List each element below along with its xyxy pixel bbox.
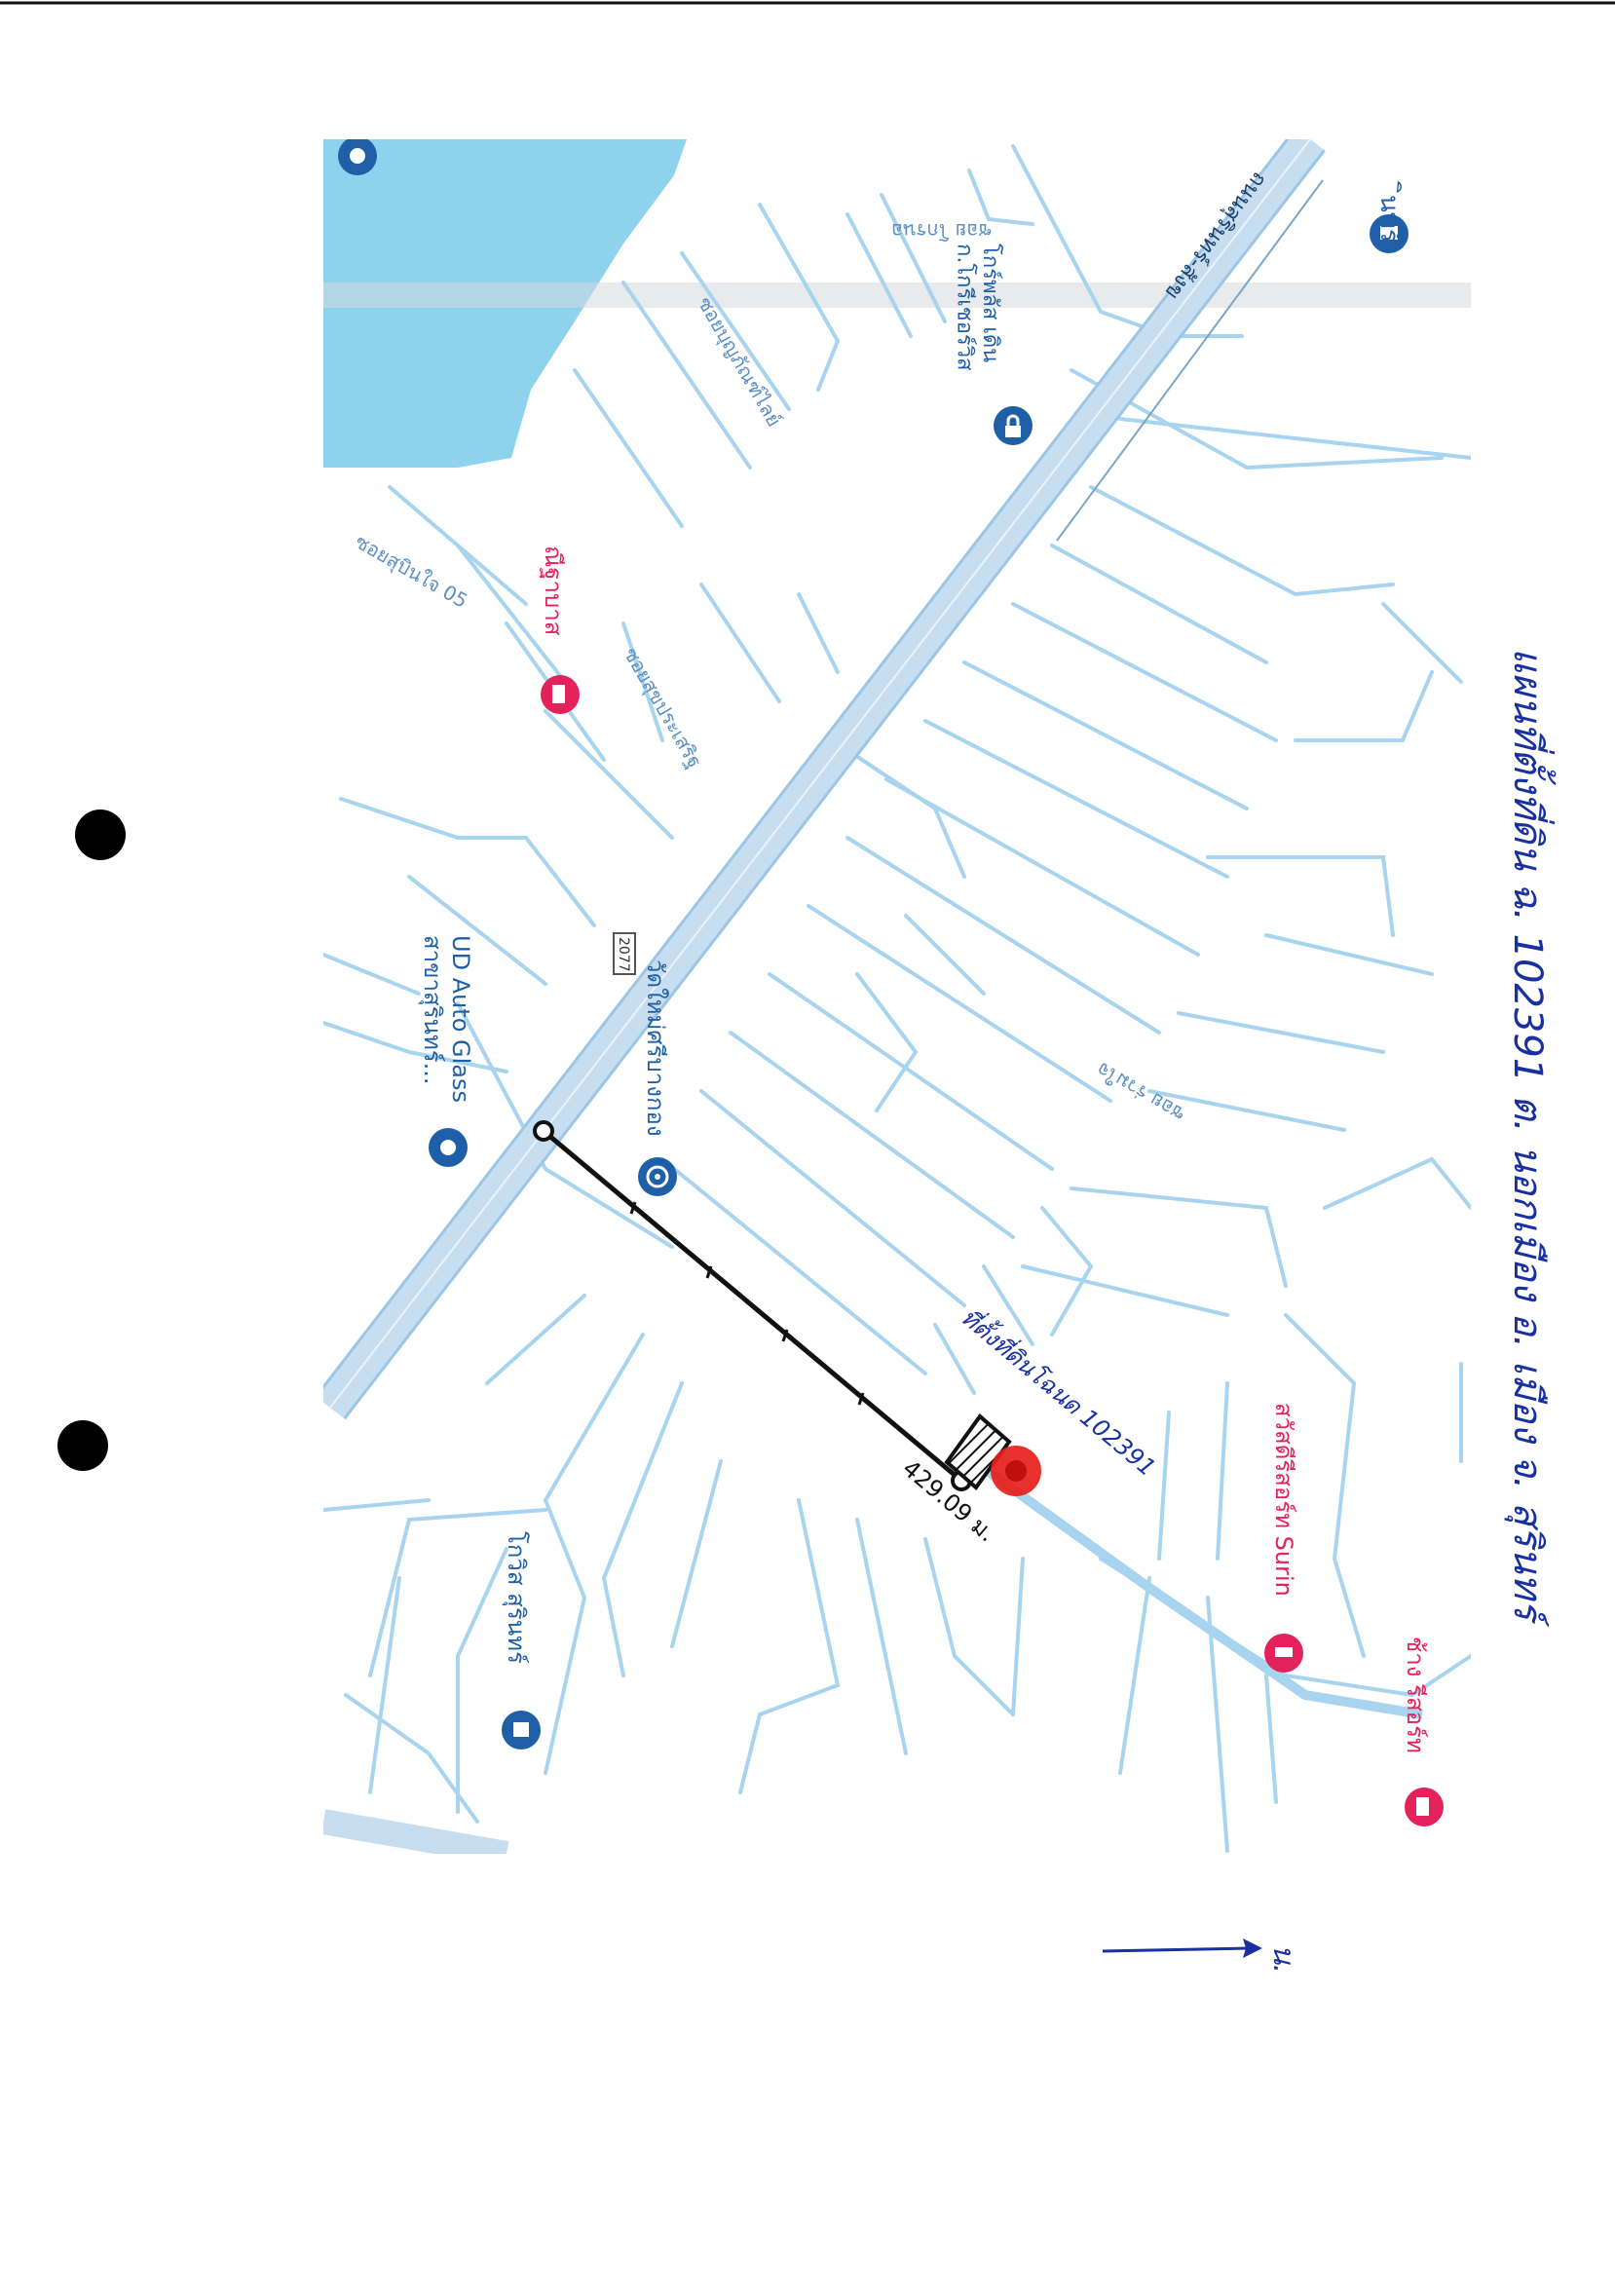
target-icon[interactable]: [338, 136, 377, 175]
poi-label-store: โกวิส สุรินทร์: [502, 1531, 530, 1664]
map-area: ินทร์ โกร์พลัส เดินก.โกรีเชอร์วิส ซอย โก…: [323, 136, 1471, 1854]
location-pin[interactable]: [991, 1446, 1041, 1496]
minor-streets: [323, 144, 1471, 1853]
route-shield: 2077: [613, 932, 636, 975]
main-road: [323, 139, 1326, 1420]
shop-icon[interactable]: [1370, 214, 1408, 253]
parcel-hatch: [944, 1413, 1012, 1490]
street-lower: [971, 1456, 1423, 1719]
punch-hole-top: [75, 809, 126, 860]
poi-label-ud-glass: UD Auto Glassสาขาสุรินทร์...: [418, 935, 474, 1103]
soi-label-top: ซอย โกรนอ: [891, 219, 992, 243]
temple-icon[interactable]: [638, 1157, 677, 1196]
handwritten-title: แผนที่ตั้งที่ดิน ฉ. 102391 ต. นอกเมือง อ…: [1504, 648, 1557, 1628]
poi-label-lotus: โกร์พลัส เดินก.โกรีเชอร์วิส: [953, 244, 1003, 371]
lock-icon[interactable]: [994, 406, 1033, 445]
punch-hole-bottom: [57, 1420, 108, 1471]
poi-label-sawasdee: สวัสดีรีสอร์ท Surin: [1270, 1403, 1297, 1597]
poi-label-temple: วัดใหม่ศรีบางกอง: [642, 960, 669, 1137]
fuel-icon[interactable]: [541, 675, 580, 714]
pin-icon[interactable]: [429, 1128, 468, 1167]
poi-icons: [338, 136, 1444, 1826]
store-icon[interactable]: [502, 1711, 541, 1750]
poi-label-bank: ณีฐาบาส: [540, 546, 567, 636]
poi-label-resort-right: ช้าง รีสอร์ท: [1402, 1637, 1429, 1753]
svg-text:2077: 2077: [616, 937, 631, 972]
north-arrow: [1102, 1938, 1262, 1958]
handwritten-north-mark: น.: [1266, 1944, 1300, 1974]
hotel-icon[interactable]: [1264, 1634, 1303, 1673]
fuel-icon-right[interactable]: [1405, 1788, 1444, 1826]
